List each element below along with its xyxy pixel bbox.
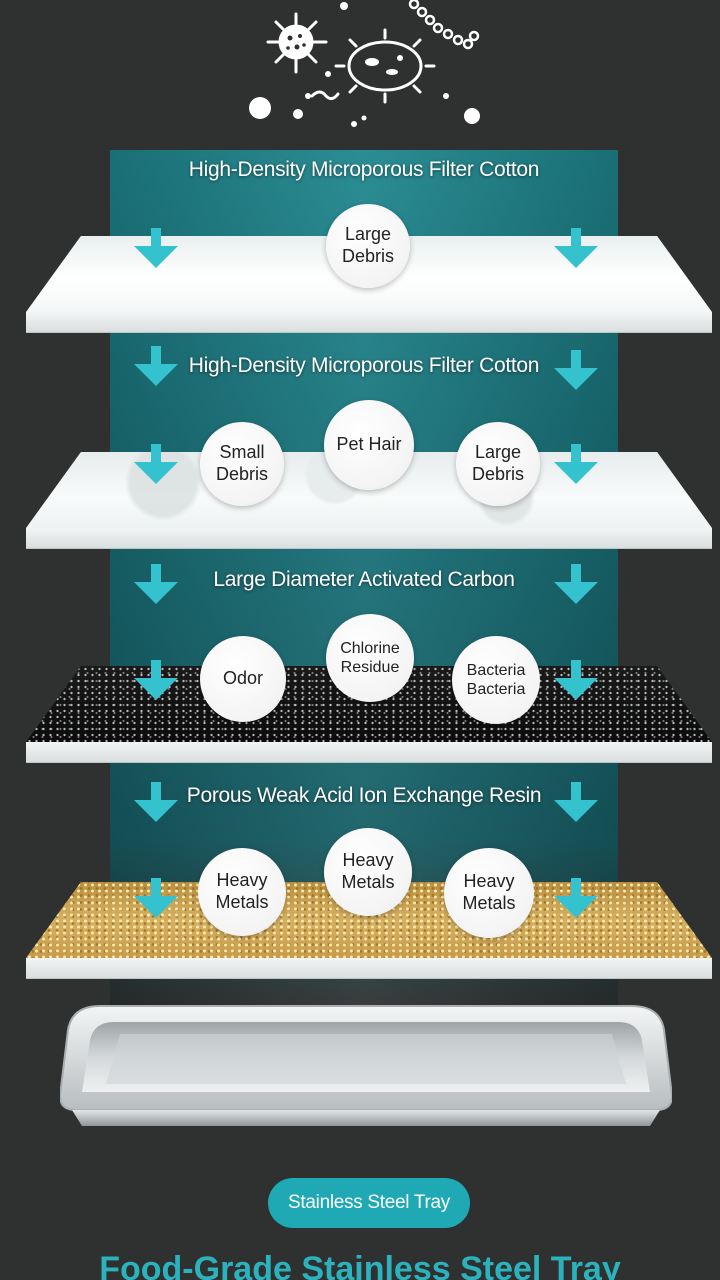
contaminant-icons	[240, 0, 500, 140]
particle-heavy-metals: Heavy Metals	[198, 848, 286, 936]
layer-2-label: High-Density Microporous Filter Cotton	[188, 354, 540, 377]
down-arrow-icon	[134, 878, 178, 918]
down-arrow-icon	[134, 660, 178, 700]
layer-1-edge	[26, 312, 712, 333]
particle-bacteria: Bacteria Bacteria	[452, 636, 540, 724]
particle-heavy-metals: Heavy Metals	[324, 828, 412, 916]
particle-large-debris: Large Debris	[326, 204, 410, 288]
layer-1-label: High-Density Microporous Filter Cotton	[188, 158, 540, 181]
down-arrow-icon	[134, 782, 178, 822]
down-arrow-icon	[554, 564, 598, 604]
down-arrow-icon	[134, 228, 178, 268]
tray-badge: Stainless Steel Tray	[268, 1178, 470, 1228]
particle-heavy-metals: Heavy Metals	[444, 848, 534, 938]
particle-large-debris: Large Debris	[456, 422, 540, 506]
down-arrow-icon	[554, 350, 598, 390]
layer-3-label: Large Diameter Activated Carbon	[213, 568, 515, 591]
layer-4-label: Porous Weak Acid Ion Exchange Resin	[186, 784, 542, 807]
particle-small-debris: Small Debris	[200, 422, 284, 506]
bottom-title: Food-Grade Stainless Steel Tray	[99, 1250, 621, 1280]
down-arrow-icon	[134, 564, 178, 604]
down-arrow-icon	[554, 660, 598, 700]
down-arrow-icon	[554, 878, 598, 918]
layer-4-edge	[26, 958, 712, 979]
particle-chlorine-residue: Chlorine Residue	[326, 614, 414, 702]
layer-3-edge	[26, 742, 712, 763]
stainless-steel-tray	[60, 1005, 672, 1126]
down-arrow-icon	[554, 782, 598, 822]
particle-odor: Odor	[200, 636, 286, 722]
down-arrow-icon	[134, 444, 178, 484]
down-arrow-icon	[554, 228, 598, 268]
layer-2-edge	[26, 528, 712, 549]
down-arrow-icon	[134, 346, 178, 386]
down-arrow-icon	[554, 444, 598, 484]
particle-pet-hair: Pet Hair	[324, 400, 414, 490]
virus-icon	[249, 0, 480, 127]
